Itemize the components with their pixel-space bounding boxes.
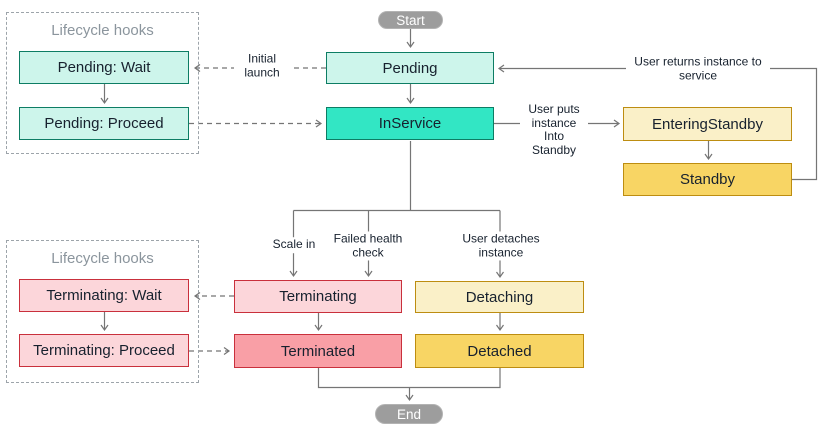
node-terminating: Terminating [234, 280, 402, 313]
node-detaching: Detaching [415, 281, 584, 313]
edge-label-user-puts-standby: User puts instance Into Standby [520, 101, 588, 159]
edge-label-user-returns: User returns instance to service [626, 54, 770, 84]
node-detached: Detached [415, 334, 584, 368]
node-terminating-wait: Terminating: Wait [19, 279, 189, 312]
edge-label-user-detaches: User detaches instance [450, 231, 552, 261]
node-terminating-proceed: Terminating: Proceed [19, 334, 189, 367]
start-node: Start [378, 11, 443, 29]
end-node: End [375, 404, 443, 424]
node-pending: Pending [326, 52, 494, 84]
edge-label-initial-launch: Initial launch [234, 51, 290, 81]
node-standby: Standby [623, 163, 792, 196]
edge-label-failed-health-check: Failed health check [323, 231, 413, 261]
lifecycle-hooks-group-pending: Lifecycle hooks [6, 12, 199, 154]
edge-label-scale-in: Scale in [270, 237, 318, 253]
lifecycle-hooks-title: Lifecycle hooks [51, 22, 154, 39]
lifecycle-hooks-group-terminating: Lifecycle hooks [6, 240, 199, 383]
node-entering-standby: EnteringStandby [623, 107, 792, 141]
node-pending-proceed: Pending: Proceed [19, 107, 189, 140]
node-pending-wait: Pending: Wait [19, 51, 189, 84]
node-terminated: Terminated [234, 334, 402, 368]
lifecycle-hooks-title: Lifecycle hooks [51, 250, 154, 267]
edge-merge-to-end [317, 368, 501, 389]
node-inservice: InService [326, 107, 494, 140]
